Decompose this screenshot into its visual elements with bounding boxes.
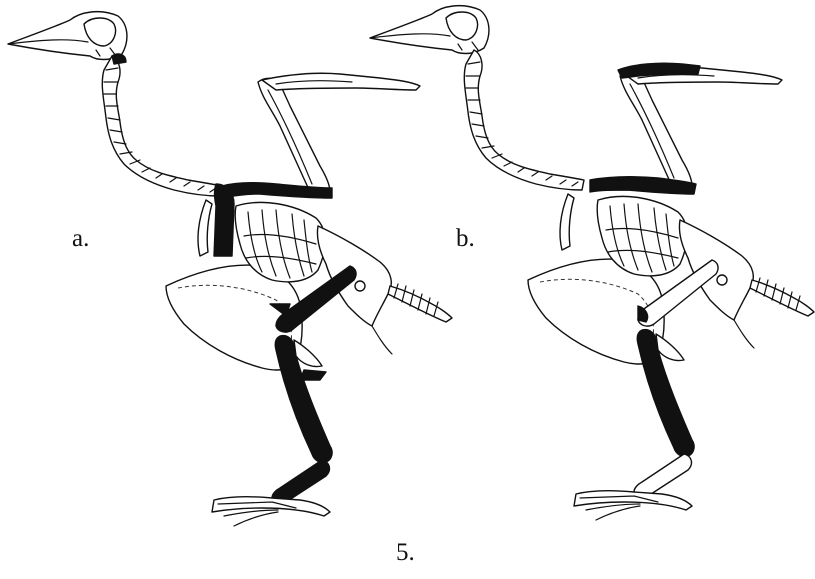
panel-label-b: b. bbox=[456, 226, 475, 251]
skeleton-b bbox=[370, 6, 814, 520]
figure-number: 5. bbox=[396, 540, 415, 565]
skeleton-a bbox=[8, 12, 452, 526]
panel-label-a: a. bbox=[72, 226, 89, 251]
